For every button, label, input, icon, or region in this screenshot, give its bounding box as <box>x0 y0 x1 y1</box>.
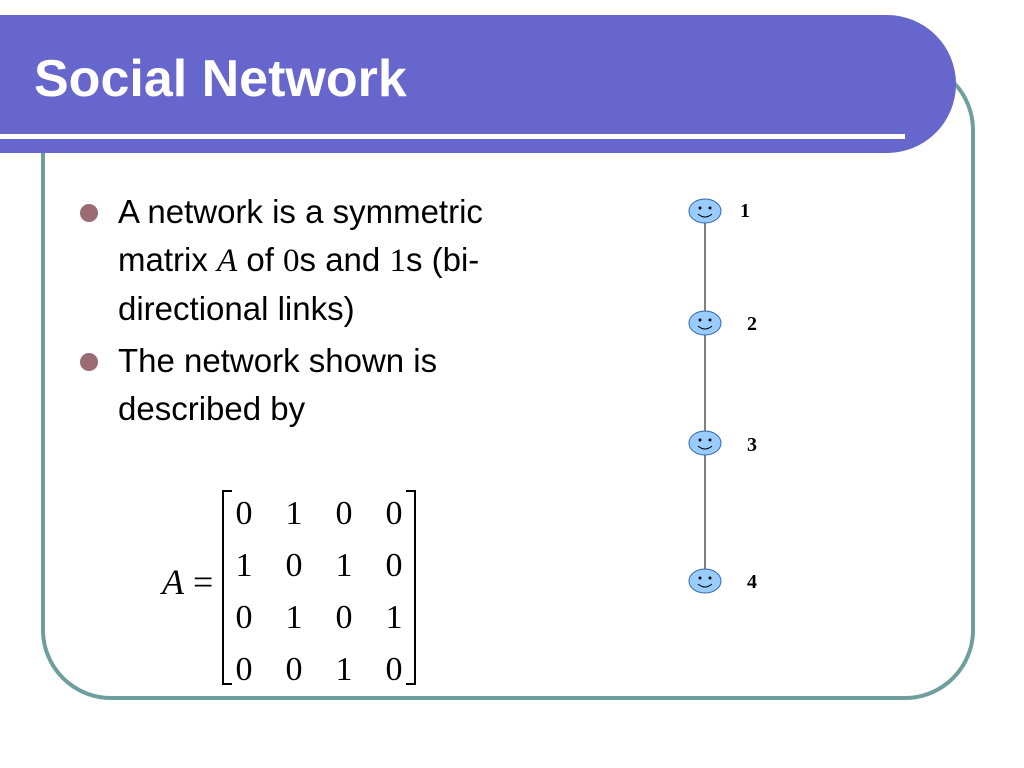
matrix-cell: 0 <box>385 547 403 584</box>
node-label: 3 <box>747 434 757 456</box>
matrix-cell: 0 <box>335 495 353 532</box>
node-label: 4 <box>747 571 757 593</box>
matrix-cell: 0 <box>335 599 353 636</box>
matrix-variable: A <box>162 562 184 602</box>
slide-frame <box>41 60 975 700</box>
matrix-cell: 0 <box>235 651 253 688</box>
bullet-item-1: A network is a symmetric matrix A of 0s … <box>80 188 498 333</box>
matrix-cell: 1 <box>385 599 403 636</box>
bullet-text: A network is a symmetric matrix <box>118 193 483 278</box>
matrix-left-bracket <box>222 490 232 685</box>
matrix-cell: 0 <box>235 495 253 532</box>
matrix-cell: 1 <box>235 547 253 584</box>
matrix-cell: 1 <box>285 495 303 532</box>
matrix-right-bracket <box>406 490 416 685</box>
bullet-text: s and <box>299 241 390 278</box>
node-label: 2 <box>747 313 757 335</box>
matrix-cell: 1 <box>335 547 353 584</box>
matrix-cell: 1 <box>335 651 353 688</box>
bullet-item-2: The network shown is described by <box>80 337 498 433</box>
matrix-cell: 0 <box>385 495 403 532</box>
equals-sign: = <box>193 562 214 602</box>
matrix-cell: 0 <box>235 599 253 636</box>
bullet-dot-icon <box>80 204 98 222</box>
matrix-cell: 0 <box>285 651 303 688</box>
matrix-cell: 1 <box>285 599 303 636</box>
math-number: 1 <box>389 243 406 279</box>
bullet-dot-icon <box>80 353 98 371</box>
math-variable: A <box>217 243 238 279</box>
title-bar <box>0 15 956 153</box>
title-divider <box>0 134 905 139</box>
slide-title: Social Network <box>34 50 407 108</box>
node-label: 1 <box>740 200 750 222</box>
matrix-cell: 0 <box>385 651 403 688</box>
math-number: 0 <box>283 243 300 279</box>
matrix-cell: 0 <box>285 547 303 584</box>
bullet-list: A network is a symmetric matrix A of 0s … <box>80 188 498 437</box>
matrix-equation-label: A = <box>162 562 213 602</box>
bullet-text: The network shown is described by <box>118 342 438 427</box>
bullet-text: s (bi-directional links) <box>118 241 480 327</box>
bullet-text: of <box>237 241 284 278</box>
